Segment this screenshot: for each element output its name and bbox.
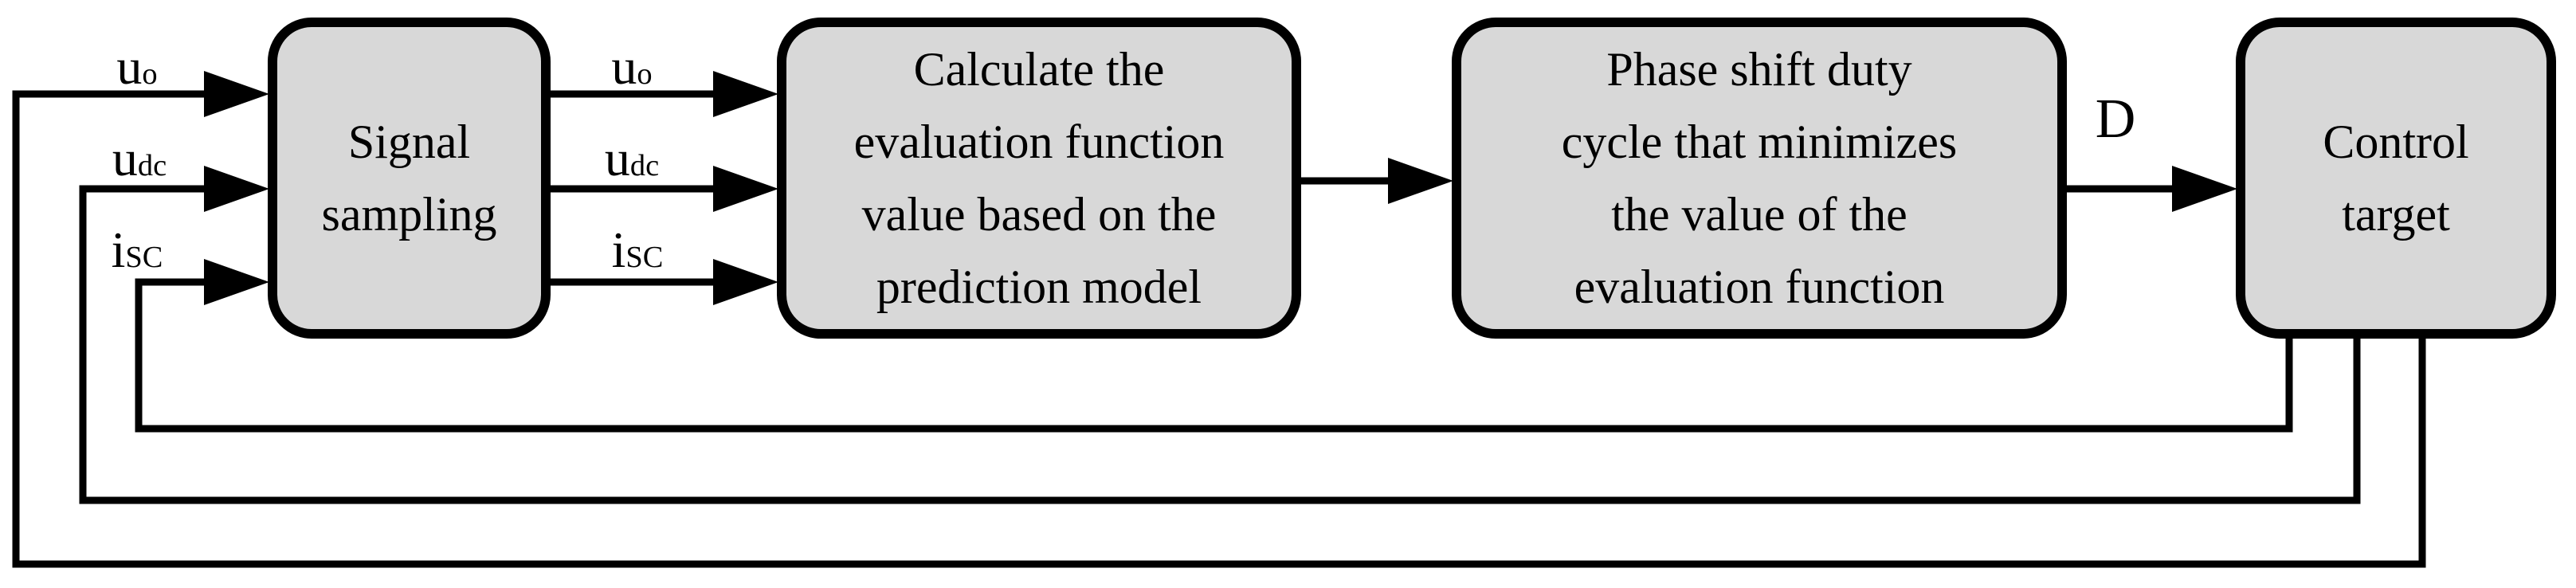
box-phase-shift-line4: evaluation function xyxy=(1574,260,1945,313)
label-uo-left: uo xyxy=(116,41,157,92)
box-evaluation-function: Calculate the evaluation function value … xyxy=(777,18,1301,339)
label-isc-mid: iSC xyxy=(612,225,664,276)
feedback-loop-outer xyxy=(12,90,2426,568)
label-udc-mid-sub: dc xyxy=(629,149,660,182)
box-signal-sampling-line2: sampling xyxy=(321,187,497,241)
phase-to-target-arrowhead xyxy=(2172,166,2237,212)
isc-input-arrowhead xyxy=(204,259,269,305)
box-evaluation-line4: prediction model xyxy=(876,260,1202,313)
label-udc-mid: udc xyxy=(605,133,659,184)
label-isc-left-sub: SC xyxy=(125,241,163,274)
box-control-target: Control target xyxy=(2236,18,2556,339)
feedback-loop-inner xyxy=(135,278,2293,433)
label-uo-mid-base: u xyxy=(611,38,637,95)
box-signal-sampling-line1: Signal xyxy=(347,115,471,168)
label-uo-mid: uo xyxy=(611,41,652,92)
label-udc-left: udc xyxy=(112,133,167,184)
label-uo-mid-sub: o xyxy=(637,57,653,91)
label-isc-left: iSC xyxy=(112,225,163,276)
uo-mid-arrowhead xyxy=(713,71,778,117)
box-control-target-line2: target xyxy=(2342,187,2450,241)
label-isc-left-base: i xyxy=(111,221,126,278)
label-duty-cycle: D xyxy=(2095,88,2136,150)
box-control-target-line1: Control xyxy=(2323,115,2469,168)
box-phase-shift: Phase shift duty cycle that minimizes th… xyxy=(1452,18,2067,339)
udc-input-arrowhead xyxy=(204,166,269,212)
label-udc-left-sub: dc xyxy=(137,149,167,182)
isc-mid-arrowhead xyxy=(713,259,778,305)
label-udc-left-base: u xyxy=(112,130,138,186)
label-uo-left-base: u xyxy=(116,38,143,95)
uo-input-arrowhead xyxy=(204,71,269,117)
box-phase-shift-line2: cycle that minimizes xyxy=(1561,115,1958,168)
box-evaluation-line2: evaluation function xyxy=(853,115,1225,168)
label-isc-mid-base: i xyxy=(611,221,626,278)
label-udc-mid-base: u xyxy=(604,130,630,186)
box-signal-sampling: Signal sampling xyxy=(268,18,551,339)
box-phase-shift-line1: Phase shift duty xyxy=(1606,42,1912,96)
label-uo-left-sub: o xyxy=(142,57,158,91)
box-phase-shift-line3: the value of the xyxy=(1611,187,1907,241)
udc-mid-arrowhead xyxy=(713,166,778,212)
box-evaluation-line3: value based on the xyxy=(861,187,1217,241)
eval-to-phase-arrowhead xyxy=(1388,158,1453,204)
box-evaluation-line1: Calculate the xyxy=(913,42,1165,96)
feedback-loop-middle xyxy=(79,185,2361,504)
label-isc-mid-sub: SC xyxy=(625,241,664,274)
